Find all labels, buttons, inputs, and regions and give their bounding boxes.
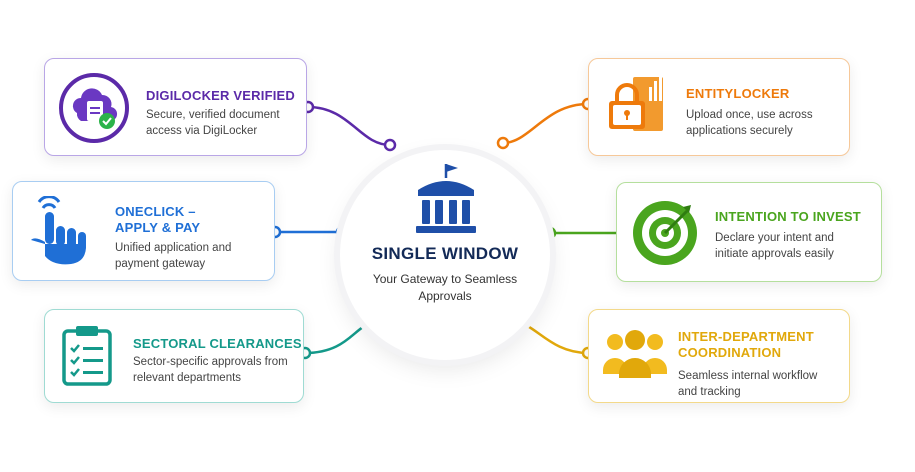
card-entitylocker[interactable]: ENTITYLOCKER Upload once, use across app… bbox=[588, 58, 850, 156]
card-description: Unified application and payment gateway bbox=[115, 242, 232, 270]
target-arrow-icon bbox=[633, 201, 697, 265]
card-description: Declare your intent and initiate approva… bbox=[715, 232, 834, 260]
card-title: DIGILOCKER VERIFIED bbox=[146, 88, 295, 103]
card-title: ENTITYLOCKER bbox=[686, 86, 790, 101]
card-intention-to-invest[interactable]: INTENTION TO INVEST Declare your intent … bbox=[616, 182, 882, 282]
card-inter-department-coordination[interactable]: INTER-DEPARTMENT COORDINATION Seamless i… bbox=[588, 309, 850, 403]
card-title: INTER-DEPARTMENT COORDINATION bbox=[678, 329, 814, 360]
card-title: SECTORAL CLEARANCES bbox=[133, 336, 302, 351]
card-description: Upload once, use across applications sec… bbox=[686, 109, 813, 137]
card-sectoral-clearances[interactable]: SECTORAL CLEARANCES Sector-specific appr… bbox=[44, 309, 304, 403]
connector-entity bbox=[502, 102, 589, 145]
clipboard-checklist-icon bbox=[62, 326, 112, 386]
card-description: Secure, verified document access via Dig… bbox=[146, 109, 280, 137]
lock-chart-icon bbox=[609, 77, 663, 131]
connector-interdept bbox=[516, 321, 589, 355]
card-oneclick-apply-pay[interactable]: ONECLICK – APPLY & PAY Unified applicati… bbox=[12, 181, 275, 281]
tap-hand-icon bbox=[31, 196, 86, 265]
connector-dot-entity-start bbox=[496, 136, 510, 150]
connector-sectoral bbox=[304, 321, 376, 355]
card-description: Seamless internal workflow and tracking bbox=[678, 370, 818, 398]
team-people-icon bbox=[603, 330, 667, 378]
cloud-document-check-icon bbox=[59, 73, 129, 143]
card-description: Sector-specific approvals from relevant … bbox=[133, 356, 288, 384]
card-digilocker-verified[interactable]: DIGILOCKER VERIFIED Secure, verified doc… bbox=[44, 58, 307, 156]
hub-title: SINGLE WINDOW bbox=[371, 244, 519, 263]
connector-digilocker bbox=[307, 105, 391, 147]
connector-dot-digilocker-end bbox=[383, 138, 397, 152]
government-building-icon bbox=[416, 164, 476, 233]
card-title: INTENTION TO INVEST bbox=[715, 209, 861, 224]
card-title: ONECLICK – APPLY & PAY bbox=[115, 204, 201, 235]
hub-subtitle: Your Gateway to Seamless Approvals bbox=[372, 272, 518, 303]
